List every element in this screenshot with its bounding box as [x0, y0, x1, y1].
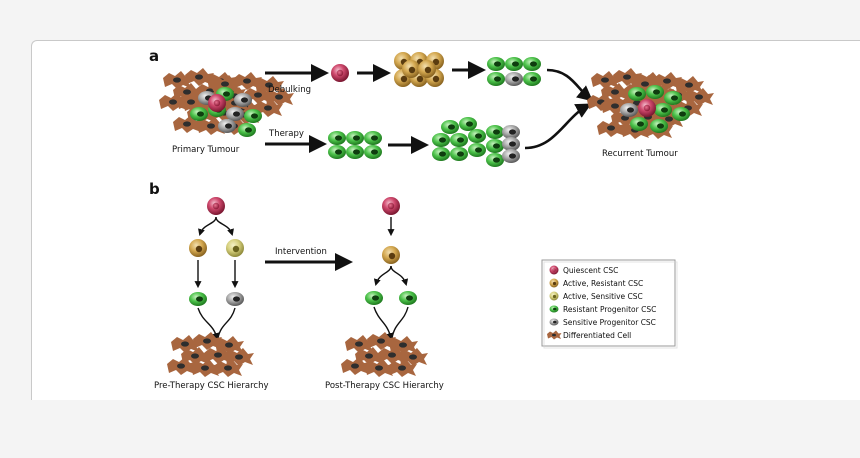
debulking-quiescent-cell [331, 64, 349, 82]
legend: Quiescent CSC Active, Resistant CSC Acti… [541, 259, 678, 349]
legend-label-quiescent: Quiescent CSC [563, 266, 618, 275]
merge-arrow-upper [546, 68, 593, 102]
legend-label-sensitive-progenitor: Sensitive Progenitor CSC [563, 318, 656, 327]
csc-figure: a Primary Tumour Debulking Therapy [145, 48, 718, 393]
pre-therapy-label: Pre-Therapy CSC Hierarchy [154, 381, 269, 391]
sensitive-progenitor-icon [549, 318, 559, 326]
legend-label-sensitive-csc: Active, Sensitive CSC [563, 292, 643, 301]
legend-label-resistant-csc: Active, Resistant CSC [563, 279, 643, 288]
therapy-progenitor-cluster [328, 131, 382, 159]
merge-arrow-lower [524, 103, 592, 150]
quiescent-csc-icon [549, 265, 559, 275]
resistant-csc-icon [549, 278, 559, 288]
recurrent-tumour-illustration [587, 68, 714, 139]
primary-tumour-label: Primary Tumour [172, 145, 240, 155]
regrowth-progenitor-cluster [432, 117, 520, 167]
sensitive-csc-icon [549, 291, 559, 301]
legend-label-differentiated: Differentiated Cell [563, 331, 631, 340]
intervention-label: Intervention [275, 247, 327, 257]
legend-label-resistant-progenitor: Resistant Progenitor CSC [563, 305, 656, 314]
pre-therapy-hierarchy [167, 197, 254, 377]
resistant-progenitor-icon [549, 305, 559, 313]
resistant-csc-cluster [394, 52, 444, 87]
debulking-progenitor-cluster [487, 57, 541, 86]
debulking-label: Debulking [268, 85, 311, 95]
post-therapy-hierarchy [341, 197, 428, 377]
primary-tumour-illustration [159, 68, 294, 137]
recurrent-tumour-label: Recurrent Tumour [602, 149, 678, 159]
panel-b-letter: b [149, 180, 160, 198]
therapy-label: Therapy [268, 129, 304, 139]
panel-a-letter: a [149, 48, 159, 65]
post-therapy-label: Post-Therapy CSC Hierarchy [325, 381, 444, 391]
